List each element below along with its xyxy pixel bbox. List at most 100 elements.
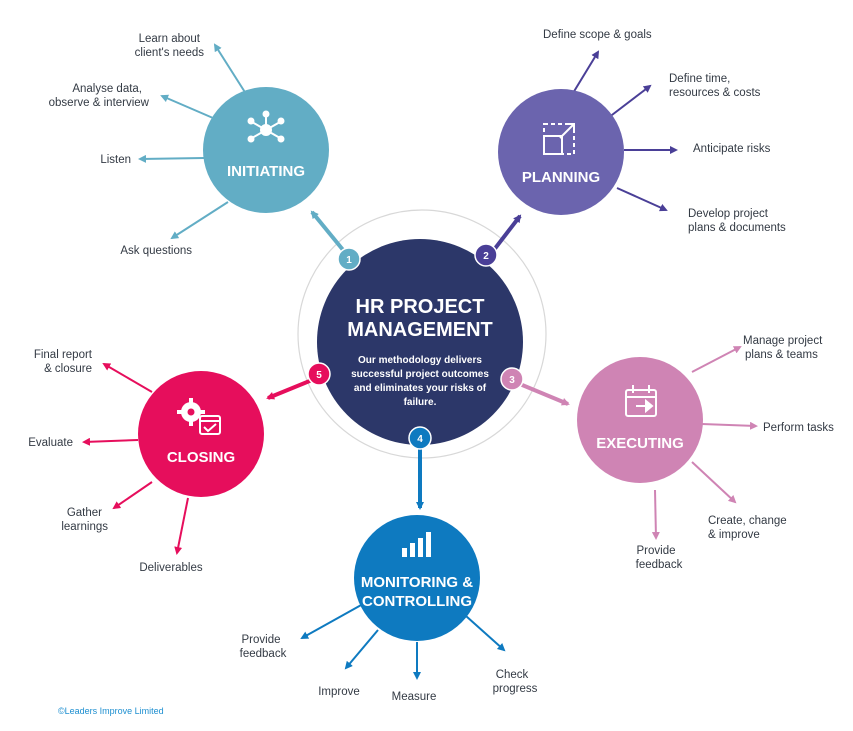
executing-arrow-create xyxy=(691,461,737,504)
closing-arrow-report xyxy=(102,362,153,393)
closing-item-deliverables: Deliverables xyxy=(139,562,203,574)
center-desc-line2: successful project outcomes xyxy=(351,369,489,380)
executing-item-manage-l2: plans & teams xyxy=(745,349,818,361)
monitoring-item-improve: Improve xyxy=(318,686,360,698)
closing-arrow-evaluate xyxy=(82,437,139,446)
monitoring-group: MONITORING & CONTROLLING Provide feedbac… xyxy=(240,515,538,703)
badge-5-label: 5 xyxy=(316,370,322,381)
planning-arrow-time xyxy=(607,84,652,119)
planning-item-scope: Define scope & goals xyxy=(543,29,652,41)
arrow-to-executing xyxy=(514,380,570,406)
executing-item-perform: Perform tasks xyxy=(763,422,834,434)
gear-calendar-icon xyxy=(177,398,221,435)
badge-3-circle xyxy=(500,367,524,391)
planning-item-plans-l2: plans & documents xyxy=(688,222,786,234)
executing-item-feedback-l1: Provide xyxy=(637,545,676,557)
planning-arrow-plans xyxy=(616,187,668,212)
executing-arrow-manage xyxy=(691,346,742,373)
monitoring-arrow-check xyxy=(465,615,506,652)
bar-chart-icon xyxy=(402,532,431,557)
planning-item-plans-l1: Develop project xyxy=(688,208,769,220)
initiating-item-analyse-l2: observe & interview xyxy=(49,97,150,109)
center-desc-line1: Our methodology delivers xyxy=(358,355,482,366)
center-desc-line4: failure. xyxy=(404,397,437,408)
initiating-arrow-learn xyxy=(213,43,249,98)
closing-group: CLOSING Final report & closure Evaluate … xyxy=(28,349,264,574)
center-circle xyxy=(317,239,523,445)
monitoring-circle xyxy=(354,515,480,641)
initiating-circle xyxy=(203,87,329,213)
monitoring-item-check-l2: progress xyxy=(493,683,538,695)
initiating-arrow-ask xyxy=(170,201,229,240)
expand-square-icon xyxy=(543,123,575,155)
planning-arrow-scope xyxy=(569,50,600,99)
planning-item-risks: Anticipate risks xyxy=(693,143,771,155)
center-node: HR PROJECT MANAGEMENT Our methodology de… xyxy=(317,239,523,445)
badge-4: 4 xyxy=(408,426,432,450)
closing-arrow-deliverables xyxy=(174,497,189,555)
monitoring-title-l2: CONTROLLING xyxy=(362,593,472,610)
planning-title: PLANNING xyxy=(522,169,600,186)
network-nodes-icon xyxy=(247,110,285,143)
badge-5-circle xyxy=(307,362,331,386)
closing-arrow-gather xyxy=(112,481,153,510)
initiating-arrow-analyse xyxy=(160,94,214,119)
closing-item-gather-l1: Gather xyxy=(67,507,102,519)
arrow-to-closing xyxy=(266,378,313,400)
planning-item-time-l2: resources & costs xyxy=(669,87,761,99)
badge-2: 2 xyxy=(474,243,498,267)
executing-title: EXECUTING xyxy=(596,435,684,452)
center-desc-line3: and eliminates your risks of xyxy=(354,383,487,394)
badge-1-circle xyxy=(337,247,361,271)
calendar-arrow-icon xyxy=(625,385,657,417)
monitoring-arrow-improve xyxy=(344,629,379,670)
center-title-line1: HR PROJECT xyxy=(356,296,485,318)
arrow-to-initiating xyxy=(310,210,350,258)
closing-title: CLOSING xyxy=(167,449,235,466)
monitoring-item-check-l1: Check xyxy=(496,669,529,681)
initiating-item-analyse-l1: Analyse data, xyxy=(72,83,142,95)
closing-item-report-l2: & closure xyxy=(44,363,92,375)
closing-item-arrows xyxy=(82,362,189,555)
monitoring-item-arrows xyxy=(300,603,506,680)
badge-3-label: 3 xyxy=(509,375,515,386)
monitoring-item-measure: Measure xyxy=(392,691,437,703)
badge-2-label: 2 xyxy=(483,251,489,262)
badge-1-label: 1 xyxy=(346,255,352,266)
executing-arrow-feedback xyxy=(651,489,660,540)
planning-group: PLANNING Define scope & goals Define tim… xyxy=(498,29,786,234)
initiating-item-ask: Ask questions xyxy=(120,245,192,257)
badge-4-label: 4 xyxy=(417,434,423,445)
badge-1: 1 xyxy=(337,247,361,271)
monitoring-title-l1: MONITORING & xyxy=(361,574,473,591)
center-title-line2: MANAGEMENT xyxy=(347,319,493,341)
initiating-arrow-listen xyxy=(138,154,205,163)
badge-5: 5 xyxy=(307,362,331,386)
closing-item-evaluate: Evaluate xyxy=(28,437,73,449)
monitoring-item-feedback-l2: feedback xyxy=(240,648,287,660)
badge-3: 3 xyxy=(500,367,524,391)
executing-item-create-l2: & improve xyxy=(708,529,760,541)
initiating-item-arrows xyxy=(138,43,249,240)
executing-circle xyxy=(577,357,703,483)
planning-item-arrows xyxy=(569,50,678,212)
monitoring-arrow-feedback xyxy=(300,603,364,639)
executing-group: EXECUTING Manage project plans & teams P… xyxy=(577,335,834,571)
executing-item-create-l1: Create, change xyxy=(708,515,787,527)
number-badges: 1 2 3 4 5 xyxy=(307,243,524,450)
executing-item-manage-l1: Manage project xyxy=(743,335,823,347)
initiating-item-listen: Listen xyxy=(100,154,131,166)
executing-item-arrows xyxy=(651,346,758,540)
initiating-title: INITIATING xyxy=(227,163,305,180)
executing-arrow-perform xyxy=(701,421,758,430)
badge-4-circle xyxy=(408,426,432,450)
copyright-footer: ©Leaders Improve Limited xyxy=(58,706,164,716)
planning-item-time-l1: Define time, xyxy=(669,73,730,85)
closing-item-report-l1: Final report xyxy=(34,349,93,361)
monitoring-item-feedback-l1: Provide xyxy=(242,634,281,646)
initiating-group: INITIATING Learn about client's needs An… xyxy=(49,33,329,257)
initiating-item-learn-l1: Learn about xyxy=(139,33,201,45)
executing-item-feedback-l2: feedback xyxy=(636,559,683,571)
initiating-item-learn-l2: client's needs xyxy=(135,47,205,59)
